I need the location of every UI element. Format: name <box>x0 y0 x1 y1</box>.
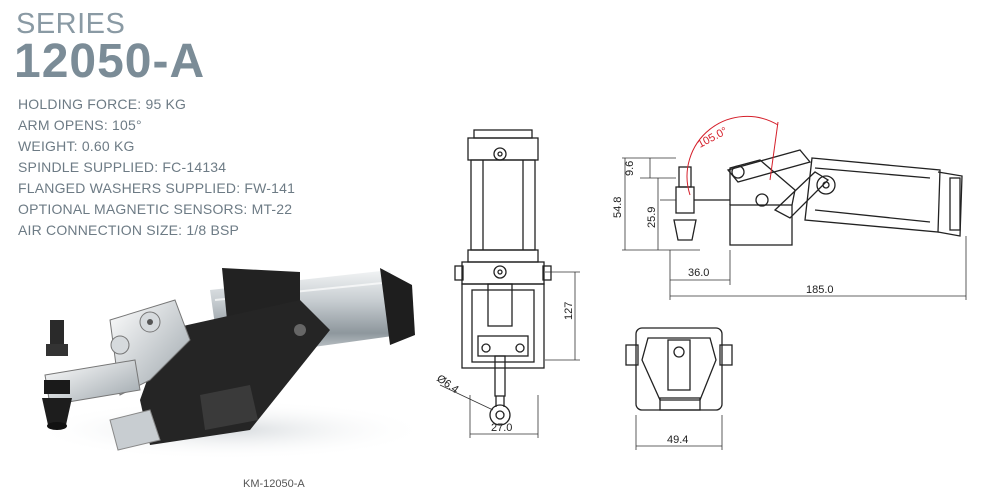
spec-weight: WEIGHT: 0.60 KG <box>18 138 135 154</box>
product-photo <box>30 268 430 460</box>
spec-holding-force: HOLDING FORCE: 95 KG <box>18 96 187 112</box>
dim-side-25-9: 25.9 <box>646 207 658 228</box>
spec-magnetic-sensors: OPTIONAL MAGNETIC SENSORS: MT-22 <box>18 201 293 217</box>
dim-arm-angle: 105.0° <box>696 125 730 151</box>
dim-side-54-8: 54.8 <box>612 197 624 218</box>
spec-list: HOLDING FORCE: 95 KG ARM OPENS: 105° WEI… <box>18 94 295 241</box>
dim-front-width: 27.0 <box>491 422 512 434</box>
spec-arm-opens: ARM OPENS: 105° <box>18 117 142 133</box>
series-label: SERIES <box>16 8 126 40</box>
front-view <box>454 129 552 426</box>
photo-caption: KM-12050-A <box>243 478 305 490</box>
model-title: 12050-A <box>14 35 206 88</box>
side-view <box>673 149 963 246</box>
spec-spindle: SPINDLE SUPPLIED: FC-14134 <box>18 159 227 175</box>
top-view <box>625 327 733 411</box>
dim-side-36-0: 36.0 <box>688 267 709 279</box>
spec-flanged-washers: FLANGED WASHERS SUPPLIED: FW-141 <box>18 180 296 196</box>
dim-top-width: 49.4 <box>667 434 688 446</box>
dim-overall-length: 185.0 <box>806 284 834 296</box>
dim-side-9-6: 9.6 <box>624 161 636 176</box>
spec-air-connection: AIR CONNECTION SIZE: 1/8 BSP <box>18 222 240 238</box>
dim-height-127: 127 <box>563 302 575 320</box>
